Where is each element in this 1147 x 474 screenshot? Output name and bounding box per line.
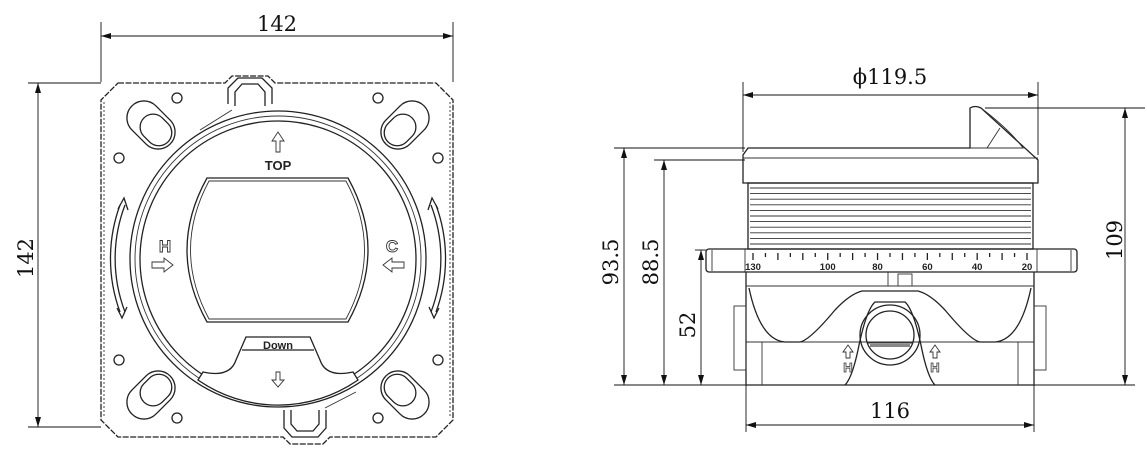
front-view: 142 142 [14, 12, 454, 445]
scale-label: 100 [820, 262, 836, 273]
ring-height-label: 52 [676, 312, 700, 339]
scale-labels: 130 100 80 60 40 20 [745, 262, 1032, 273]
scale-ticks [752, 253, 1028, 260]
threads [750, 187, 1031, 245]
diameter-label: ϕ119.5 [853, 65, 927, 89]
total-height-dimension: 109 [985, 107, 1145, 386]
mounting-plate [100, 75, 454, 445]
hot-mark: H [930, 360, 939, 375]
hot-mark: H [843, 360, 852, 375]
cap [742, 105, 1039, 184]
front-width-dimension: 142 [100, 12, 454, 82]
mounting-holes [113, 92, 444, 424]
down-tab [197, 336, 359, 406]
rotation-arrow-left-icon [109, 196, 129, 320]
scale-label: 60 [922, 262, 933, 273]
thread-height-label: 88.5 [639, 239, 663, 286]
total-height-label: 109 [1103, 220, 1127, 260]
side-view: ϕ119.5 130 100 80 60 40 20 [599, 65, 1145, 432]
diameter-dimension: ϕ119.5 [742, 65, 1039, 155]
top-arrow-icon [271, 131, 285, 153]
down-label: Down [263, 340, 293, 352]
cap-height-dimension: 93.5 [599, 147, 746, 386]
thread-height-dimension: 88.5 [639, 159, 745, 385]
hot-arrow-icon [842, 344, 854, 359]
scale-label: 80 [872, 262, 883, 273]
front-height-label: 142 [14, 238, 38, 278]
front-height-dimension: 142 [14, 82, 101, 428]
scale-ring: 130 100 80 60 40 20 [705, 248, 1078, 273]
display-screen [186, 177, 369, 323]
scale-label: 20 [1022, 262, 1033, 273]
rotation-arrow-right-icon [427, 196, 447, 320]
hot-arrow-icon [151, 257, 174, 273]
scale-label: 130 [745, 262, 761, 273]
valve-body: H H [733, 272, 1047, 386]
bottom-clip [283, 391, 357, 438]
front-width-label: 142 [257, 12, 297, 36]
base-width-label: 116 [870, 399, 910, 423]
cap-height-label: 93.5 [599, 239, 623, 286]
top-label: TOP [265, 158, 292, 173]
ring-height-dimension: 52 [676, 249, 706, 385]
hot-arrow-icon [929, 344, 941, 359]
down-arrow-icon [271, 371, 285, 388]
cold-label: C [386, 237, 398, 256]
hot-label: H [159, 237, 171, 256]
base-width-dimension: 116 [745, 385, 1035, 432]
top-clip [199, 77, 273, 131]
scale-label: 40 [972, 262, 983, 273]
cold-arrow-icon [382, 257, 405, 273]
